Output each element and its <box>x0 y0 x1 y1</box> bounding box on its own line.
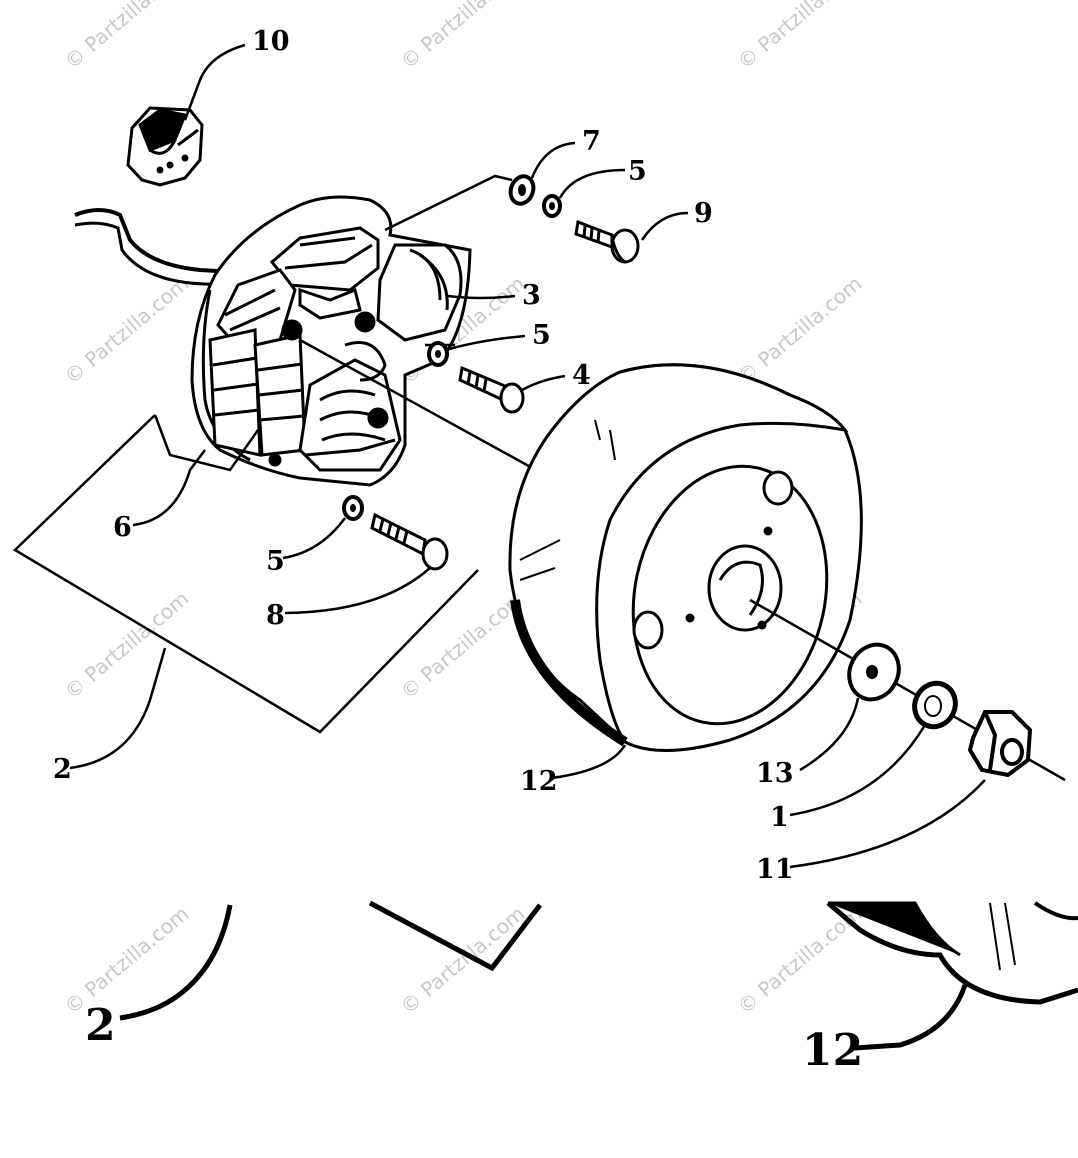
callout-6: 6 <box>113 512 132 543</box>
lockwasher-5-top <box>542 194 562 218</box>
callout-2-large: 2 <box>85 1000 116 1051</box>
bolt-9 <box>574 219 640 264</box>
watermark: © Partzilla.com <box>396 586 530 704</box>
callout-1: 1 <box>770 802 789 833</box>
washer-13 <box>847 642 901 702</box>
part-10-grommet <box>126 106 204 187</box>
callout-12: 12 <box>520 766 558 797</box>
callout-9: 9 <box>694 198 713 229</box>
callout-4: 4 <box>572 360 591 391</box>
callout-10: 10 <box>252 26 290 57</box>
watermark: © Partzilla.com <box>60 271 194 389</box>
callout-5: 5 <box>532 320 551 351</box>
watermark: © Partzilla.com <box>733 0 867 74</box>
callout-11: 11 <box>756 854 794 885</box>
assembly-bracket-lines <box>12 174 546 734</box>
part-2-stator-assembly <box>74 195 472 487</box>
bolt-8 <box>370 512 449 571</box>
callout-5: 5 <box>266 546 285 577</box>
callout-2: 2 <box>53 754 72 785</box>
callouts-large: 2 12 <box>85 1000 863 1076</box>
lockwasher-5-mid <box>427 341 449 367</box>
callout-7: 7 <box>582 126 601 157</box>
callout-5: 5 <box>628 156 647 187</box>
watermark: © Partzilla.com <box>60 0 194 74</box>
lockwasher-5-lower <box>342 495 364 521</box>
washer-7 <box>508 174 536 206</box>
nut-11 <box>967 710 1033 778</box>
callout-8: 8 <box>266 600 285 631</box>
watermark: © Partzilla.com <box>396 901 530 1019</box>
part-12-flywheel <box>508 363 863 753</box>
enlarged-detail <box>119 900 1078 1051</box>
watermark: © Partzilla.com <box>396 0 530 74</box>
callout-3: 3 <box>522 280 541 311</box>
lockwasher-1 <box>912 680 958 730</box>
callout-12-large: 12 <box>802 1025 863 1076</box>
callouts: 10 7 5 9 3 5 4 6 5 8 2 12 13 1 11 <box>53 26 794 885</box>
callout-leaders <box>69 43 986 869</box>
watermark: © Partzilla.com <box>733 271 867 389</box>
bolt-4 <box>458 365 525 414</box>
callout-13: 13 <box>756 758 794 789</box>
